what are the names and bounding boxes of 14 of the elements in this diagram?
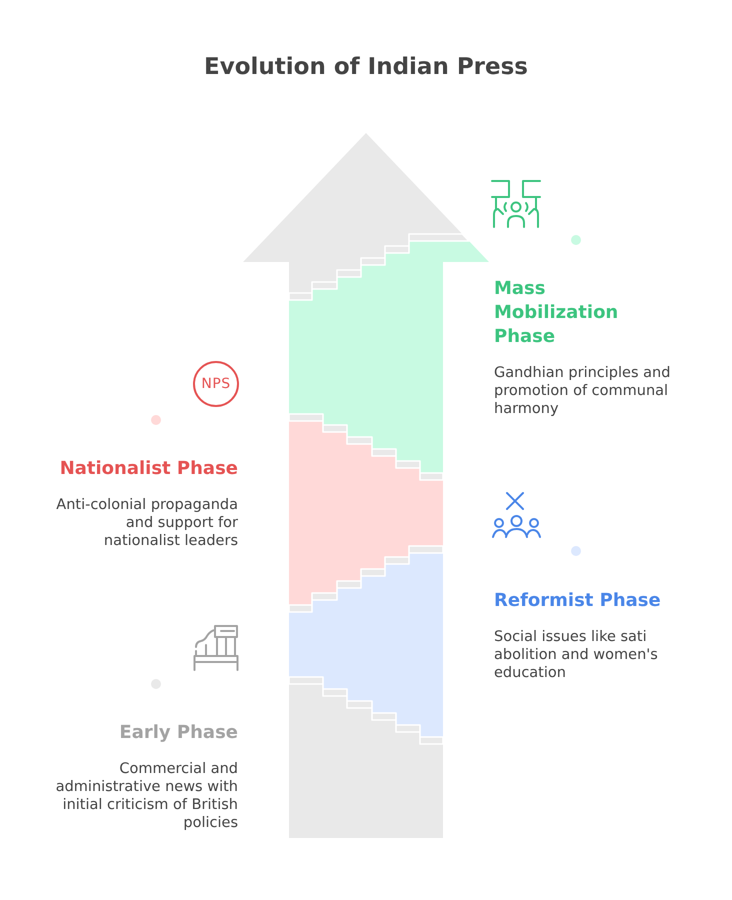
phase-heading: Mass Mobilization Phase — [494, 277, 620, 349]
phase-description: Social issues like sati abolition and women's education — [494, 628, 659, 682]
phase-description: Anti-colonial propaganda and support for nationalist leaders — [55, 496, 238, 550]
staircase-band — [288, 545, 444, 737]
staircase-band — [288, 233, 489, 473]
staircase-band — [288, 676, 444, 838]
staircase-band — [288, 413, 444, 605]
stamp-label: NPS — [193, 361, 239, 407]
phase-heading: Nationalist Phase — [58, 457, 238, 481]
phase-description: Gandhian principles and promotion of communal harmony — [494, 364, 672, 418]
diagram-title: Evolution of Indian Press — [204, 53, 528, 82]
phase-description: Commercial and administrative news with initial criticism of British policies — [54, 760, 238, 832]
phase-heading: Early Phase — [118, 721, 238, 745]
phase-heading: Reformist Phase — [494, 589, 662, 613]
